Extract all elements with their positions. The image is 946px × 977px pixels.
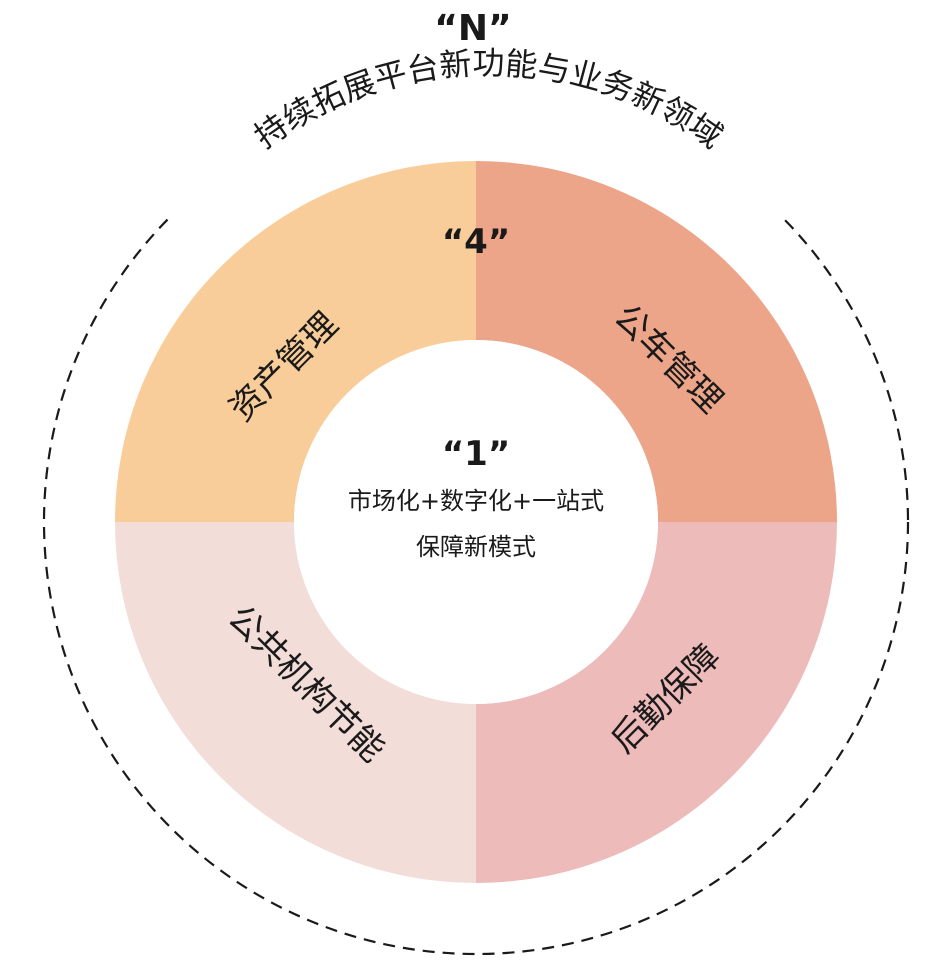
center-line-1: 市场化+数字化+一站式 [347, 487, 605, 515]
segment-vehicle-management [476, 161, 837, 522]
outer-dashed-circle [42, 88, 910, 956]
center-block: “1” 市场化+数字化+一站式 保障新模式 [300, 430, 652, 570]
segment-energy-saving [115, 522, 476, 883]
center-line-2: 保障新模式 [416, 533, 536, 561]
outer-title: “N” [434, 8, 512, 49]
center-title: “1” [441, 434, 511, 474]
arc-label-mask [159, 76, 793, 247]
segment-logistics-support [476, 522, 837, 883]
inner-circle [294, 340, 658, 704]
ring-title: “4” [441, 222, 511, 262]
segment-asset-management [115, 161, 476, 522]
